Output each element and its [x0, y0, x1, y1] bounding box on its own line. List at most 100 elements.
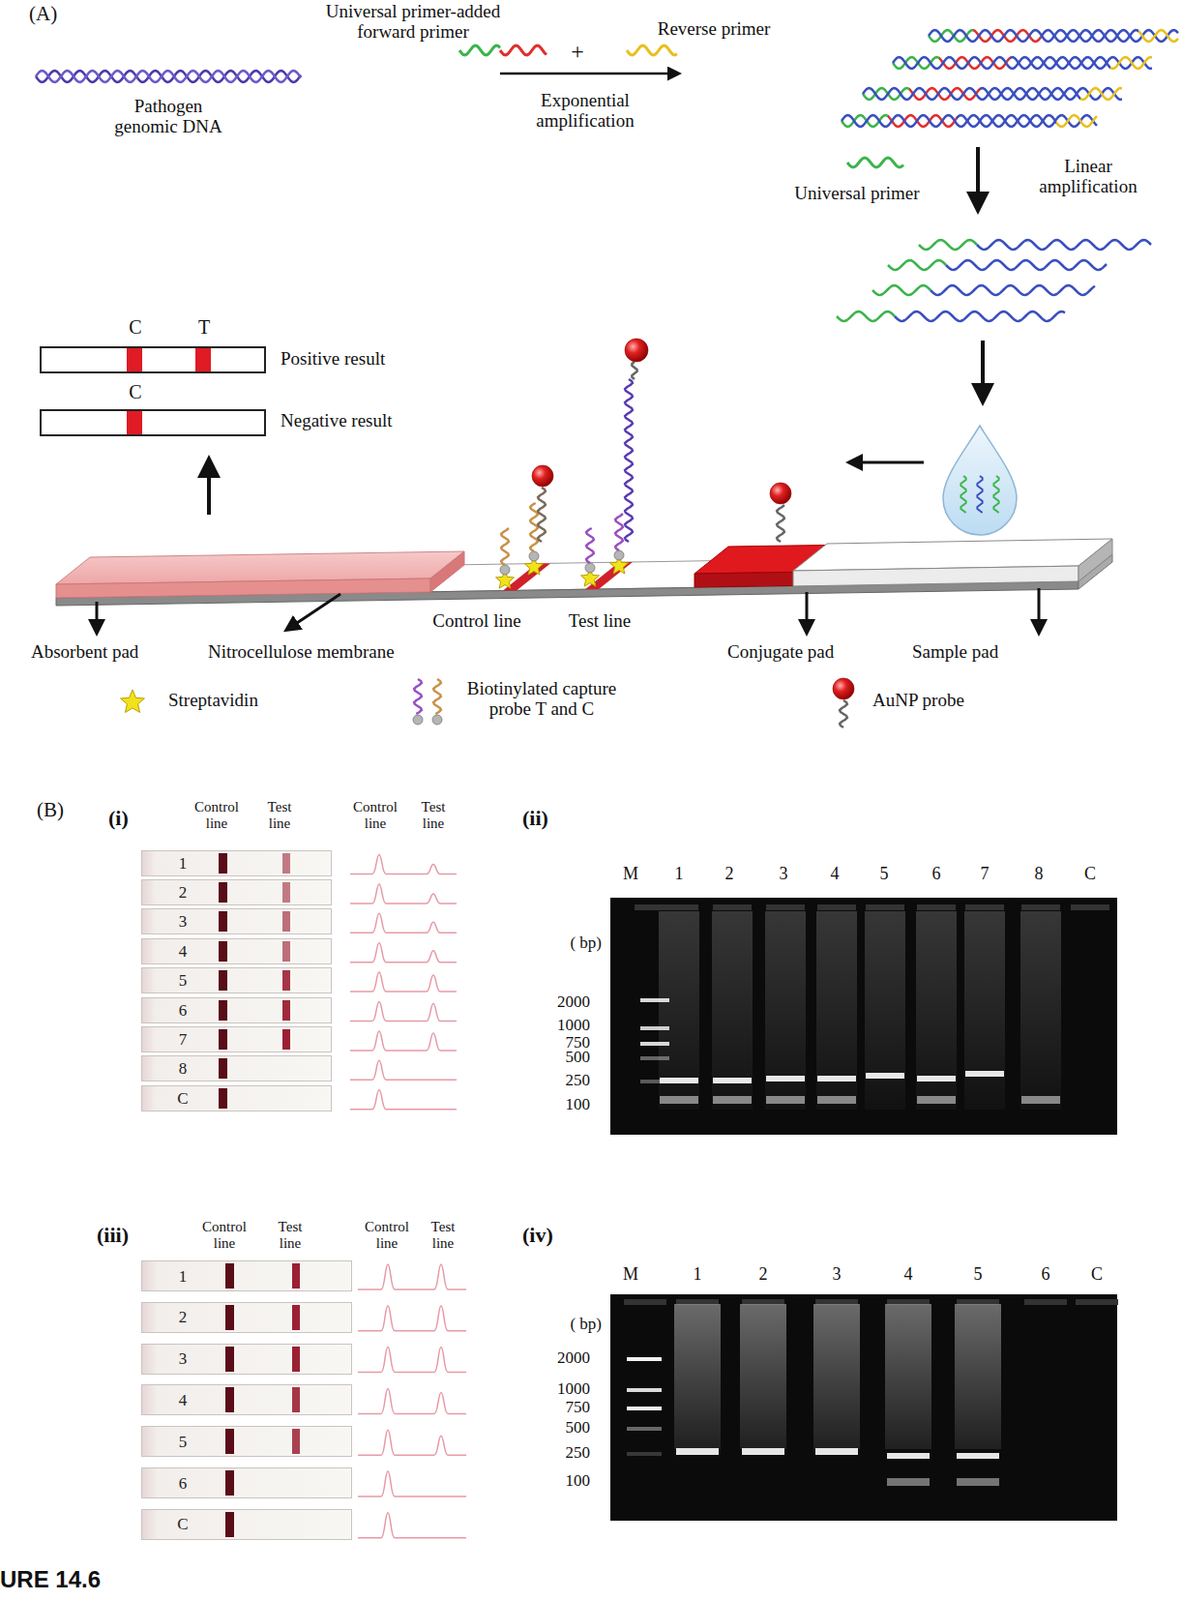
legend-symbol — [413, 679, 422, 714]
gel-well — [1075, 1299, 1119, 1305]
axis-unit: ( bp) — [524, 1315, 602, 1334]
result-strip — [40, 347, 266, 373]
scan-peak — [350, 855, 457, 875]
annotation: Exponential amplification — [512, 90, 658, 132]
flow-arrow — [500, 72, 678, 76]
annotation: Negative result — [280, 411, 474, 432]
test-strip: 4 — [141, 938, 332, 965]
dna-band — [712, 1095, 752, 1104]
ladder-size: 500 — [531, 1048, 591, 1067]
gel-well — [965, 904, 1005, 911]
annotation: Pathogen genomic DNA — [108, 96, 230, 138]
lane-number: 2 — [746, 1265, 780, 1285]
ladder-band — [626, 1426, 662, 1431]
strip-number: 3 — [171, 1350, 195, 1367]
lane-number: M — [614, 864, 648, 885]
test-strip: 6 — [141, 997, 332, 1024]
gold-nanoparticle — [624, 338, 649, 362]
scan-peak — [350, 1060, 457, 1080]
gel-well — [916, 904, 956, 911]
gel-smear — [916, 911, 957, 1110]
annotation: Linear amplification — [1020, 156, 1156, 198]
ladder-band — [640, 1026, 670, 1031]
column-header: Control line — [358, 1218, 415, 1251]
test-strip: 8 — [141, 1055, 332, 1082]
test-strip: 7 — [141, 1026, 332, 1053]
probe-strand — [776, 504, 785, 542]
biotin-ball — [614, 550, 624, 561]
test-strip: 1 — [141, 1260, 353, 1292]
test-strip: 3 — [141, 1343, 353, 1375]
test-band — [282, 941, 291, 962]
biotin-ball — [500, 564, 510, 575]
column-header: Control line — [196, 1218, 253, 1251]
gel-well — [766, 904, 805, 911]
strip-number: C — [171, 1090, 195, 1107]
gel-well — [1021, 904, 1061, 911]
control-band — [218, 1088, 228, 1109]
column-header: Test line — [270, 1218, 310, 1251]
test-band — [282, 1029, 291, 1050]
lane-number: 2 — [712, 864, 746, 885]
strip-number: 8 — [171, 1060, 195, 1077]
scan-peak — [350, 943, 457, 963]
dna-band — [817, 1095, 857, 1104]
ladder-size: 100 — [531, 1095, 591, 1115]
dna-strand — [841, 115, 1097, 127]
gel-smear — [816, 911, 857, 1110]
biotin-ball — [432, 714, 443, 725]
test-strip: 2 — [141, 1301, 353, 1333]
lane-number: 5 — [961, 1265, 995, 1285]
probe-strand — [615, 513, 623, 551]
test-band — [292, 1387, 300, 1413]
test-strip: C — [141, 1085, 332, 1112]
gel-well — [623, 1299, 667, 1305]
control-band — [218, 911, 228, 932]
part-label: Control line — [404, 611, 550, 632]
test-strip: 4 — [141, 1384, 353, 1416]
absorbent-pad-side — [56, 578, 431, 598]
strip-number: C — [171, 1515, 195, 1533]
scan-peak — [357, 1264, 467, 1290]
dna-band — [886, 1452, 930, 1459]
column-header: Test line — [260, 798, 299, 831]
test-strip: 3 — [141, 908, 332, 935]
test-band — [282, 853, 291, 874]
panel-label: (B) — [36, 798, 80, 822]
annotation: Universal primer-added forward primer — [301, 1, 525, 43]
strip-number: 1 — [171, 1268, 195, 1285]
scan-peak — [350, 1090, 457, 1110]
test-strip: 2 — [141, 879, 332, 906]
ladder-band — [626, 1357, 662, 1361]
ladder-size: 250 — [531, 1071, 591, 1091]
dna-band — [865, 1072, 905, 1079]
primer — [459, 45, 501, 56]
ladder-band — [640, 1056, 670, 1061]
control-band — [126, 411, 143, 435]
strip-number: 6 — [171, 1002, 195, 1019]
ladder-size: 750 — [531, 1398, 591, 1418]
flow-arrow — [288, 593, 341, 629]
control-band — [225, 1470, 235, 1496]
strip-number: 6 — [171, 1475, 195, 1492]
column-header: Test line — [423, 1218, 463, 1251]
ssdna-strand — [976, 239, 1152, 250]
scan-peak — [357, 1429, 467, 1455]
ladder-band — [626, 1406, 662, 1411]
lane-number: 3 — [767, 864, 800, 885]
test-band — [282, 882, 291, 903]
dna-strand — [892, 57, 1153, 69]
probe-strand — [530, 502, 538, 552]
lane-number: 8 — [1022, 864, 1056, 885]
dna-band — [741, 1447, 785, 1455]
gel-smear — [964, 911, 1005, 1110]
probe-strand — [624, 379, 633, 542]
gel-smear — [711, 911, 753, 1110]
sample-droplet — [943, 425, 1017, 535]
test-band — [282, 911, 291, 932]
control-band — [225, 1511, 235, 1537]
axis-unit: ( bp) — [524, 934, 602, 953]
scan-peak — [357, 1347, 467, 1373]
ssdna-strand — [960, 475, 966, 513]
strip-number: 5 — [171, 1433, 195, 1450]
